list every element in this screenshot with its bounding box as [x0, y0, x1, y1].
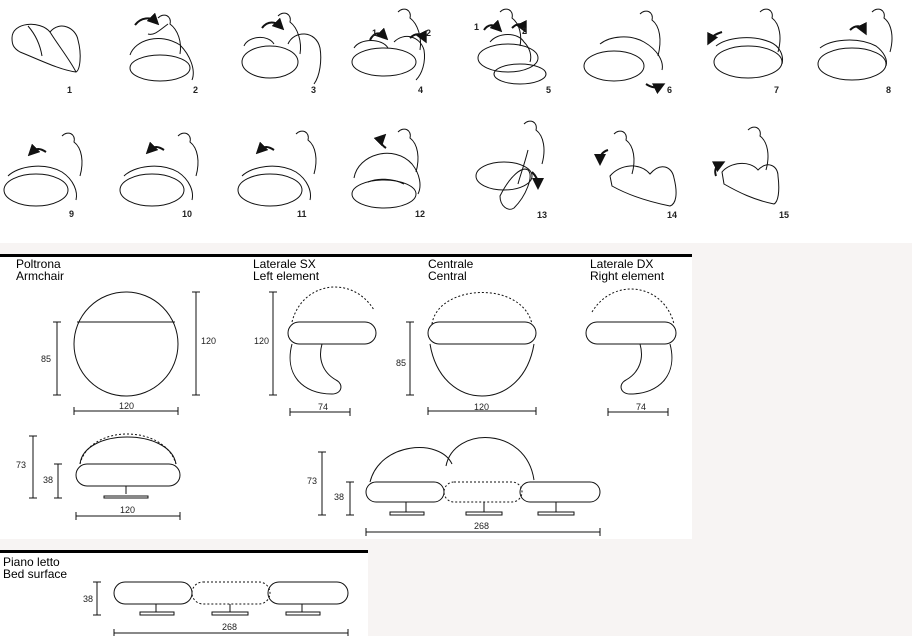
- bed-panel: [0, 553, 368, 636]
- right-width-dim: 74: [636, 402, 647, 412]
- step-8-drawing: [817, 8, 893, 81]
- step-number: 12: [415, 209, 426, 219]
- step-1-drawing: [11, 23, 81, 73]
- right-label-it: Laterale DX: [590, 257, 654, 271]
- step-3-drawing: [241, 12, 322, 85]
- step-number: 11: [297, 209, 307, 219]
- armchair-top-view: [53, 291, 200, 415]
- step-callout: 1: [372, 28, 378, 38]
- step-number: 15: [779, 210, 790, 220]
- armchair-height-dim: 120: [201, 336, 217, 346]
- bed-rule: [0, 550, 368, 553]
- left-element-top-view: [269, 286, 377, 416]
- bed-surface-view: [93, 581, 349, 636]
- step-number: 3: [311, 85, 317, 95]
- step-13-drawing: [475, 120, 545, 210]
- armchair-label-en: Armchair: [16, 269, 65, 283]
- armchair-seat-dim: 85: [41, 354, 52, 364]
- central-label-en: Central: [428, 269, 467, 283]
- armchair-side-seat-dim: 38: [43, 475, 54, 485]
- sofa-seat-dim: 38: [334, 492, 345, 502]
- step-number: 4: [418, 85, 424, 95]
- sofa-total-dim: 73: [307, 476, 318, 486]
- left-height-dim: 120: [254, 336, 270, 346]
- left-label-it: Laterale SX: [253, 257, 316, 271]
- step-callout: 2: [426, 28, 432, 38]
- armchair-side-view: [29, 433, 181, 520]
- bed-seat-dim: 38: [83, 594, 94, 604]
- step-9-drawing: [3, 132, 83, 207]
- bed-label-en: Bed surface: [3, 567, 68, 581]
- left-label-en: Left element: [253, 269, 320, 283]
- right-label-en: Right element: [590, 269, 665, 283]
- step-number: 6: [667, 85, 673, 95]
- left-width-dim: 74: [318, 402, 329, 412]
- armchair-side-total-dim: 73: [16, 460, 27, 470]
- step-number: 5: [546, 85, 552, 95]
- step-6-drawing: [583, 10, 666, 95]
- step-number: 2: [193, 85, 199, 95]
- central-seat-dim: 85: [396, 358, 407, 368]
- step-7-drawing: [707, 8, 783, 79]
- armchair-label-it: Poltrona: [16, 257, 61, 271]
- armchair-width-dim: 120: [119, 401, 135, 411]
- step-11-drawing: [237, 130, 317, 207]
- step-15-drawing: [711, 126, 780, 205]
- sofa-side-view: [318, 437, 601, 536]
- step-number: 13: [537, 210, 548, 220]
- armchair-side-width-dim: 120: [120, 505, 136, 515]
- step-2-drawing: [129, 12, 194, 82]
- step-number: 10: [182, 209, 193, 219]
- step-4-drawing: [351, 8, 427, 81]
- step-number: 1: [67, 85, 73, 95]
- step-14-drawing: [594, 130, 677, 207]
- step-callout: 1: [474, 22, 480, 32]
- central-width-dim: 120: [474, 402, 490, 412]
- step-5-drawing: [477, 8, 547, 85]
- step-10-drawing: [119, 132, 199, 207]
- step-number: 7: [774, 85, 780, 95]
- step-12-drawing: [351, 128, 421, 209]
- step-number: 14: [667, 210, 678, 220]
- step-number: 8: [886, 85, 892, 95]
- step-number: 9: [69, 209, 75, 219]
- central-element-top-view: [406, 292, 537, 415]
- central-label-it: Centrale: [428, 257, 474, 271]
- dimensions-panel: [0, 256, 692, 539]
- dimensions-rule: [0, 254, 692, 257]
- bed-label-it: Piano letto: [3, 555, 60, 569]
- step-callout: 2: [522, 26, 528, 36]
- assembly-panel: [0, 0, 912, 243]
- sofa-width-dim: 268: [474, 521, 490, 531]
- bed-width-dim: 268: [222, 622, 238, 632]
- right-element-top-view: [585, 288, 677, 416]
